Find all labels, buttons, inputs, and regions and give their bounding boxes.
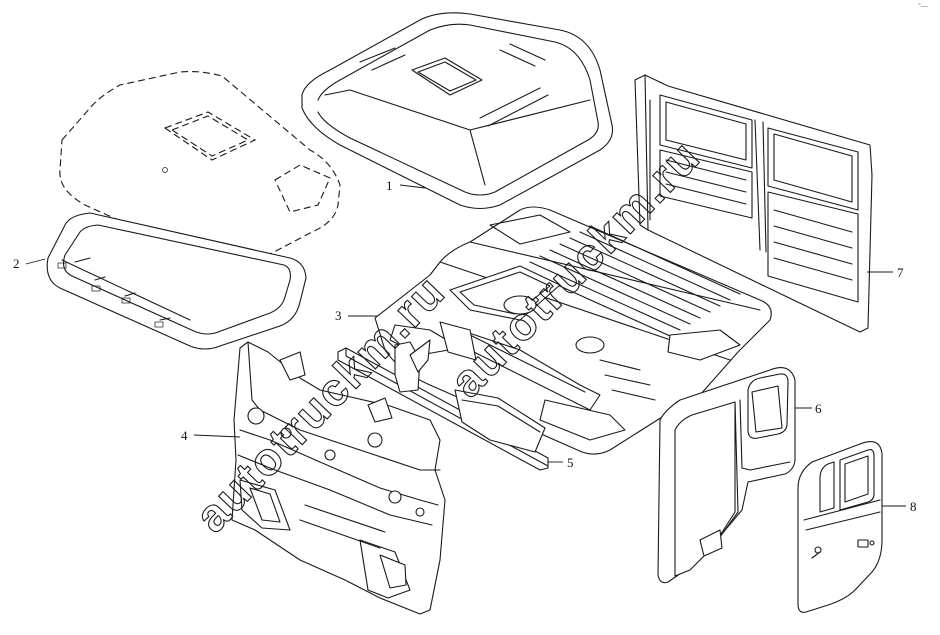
part-3-floor-panel [374,206,772,455]
callout-1: 1 [386,178,393,193]
callout-5: 5 [567,455,574,470]
callout-3: 3 [335,308,342,323]
callout-8: 8 [910,499,917,514]
callout-7: 7 [897,265,904,280]
callout-4: 4 [181,428,188,443]
part-8-door-panel [797,441,883,613]
part-7-rear-panel [634,74,873,333]
callout-2: 2 [13,256,20,271]
corner-mark: °— [918,2,928,10]
callout-6: 6 [815,401,822,416]
part-6-side-panel [657,367,796,584]
part-4-rear-wall [231,341,446,615]
part-5-cross-member [337,321,549,471]
part-1-roof-panel [301,12,614,210]
part-2-roof-frame [46,70,341,350]
leader-lines [25,184,906,507]
